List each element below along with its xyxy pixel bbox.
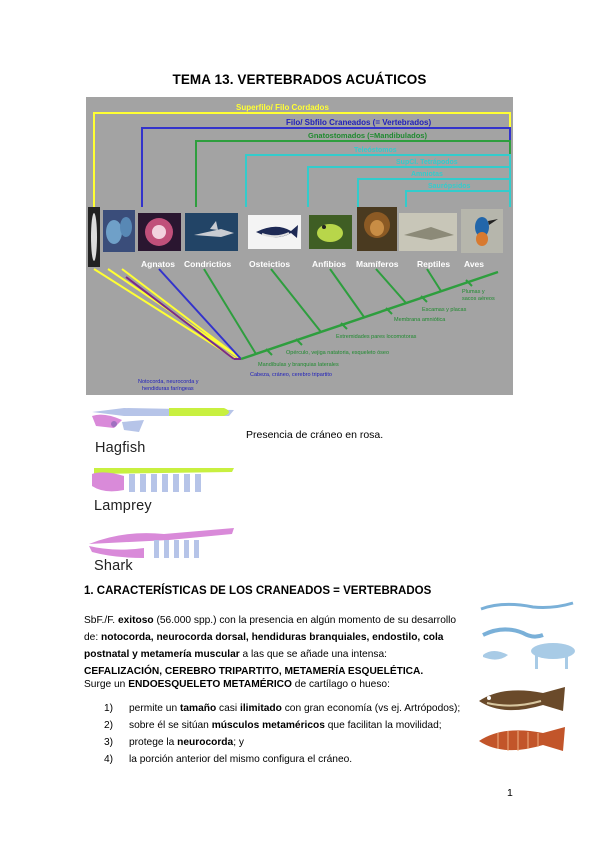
- trait-mandibulas: Mandíbulas y branquias laterales: [258, 362, 339, 368]
- clade-label-teleostomos: Teleóstomos: [354, 147, 397, 154]
- paragraph-1: SbF./F. exitoso (56.000 spp.) con la pre…: [84, 615, 457, 677]
- endoskeleton-list: 1) permite un tamaño casi ilimitado con …: [84, 700, 460, 768]
- trait-plumas-line1: Plumas y: [462, 289, 485, 295]
- lamprey-skeleton-image: [92, 468, 234, 492]
- shark-label: Shark: [94, 558, 133, 574]
- clade-label-amniotas: Amniotas: [411, 171, 443, 178]
- agnatos-image: [138, 213, 181, 251]
- taxon-label-reptiles: Reptiles: [417, 259, 450, 269]
- condrictios-image: [185, 213, 238, 251]
- hagfish-label: Hagfish: [95, 440, 146, 456]
- trait-extremidades: Extremidades pares locomotoras: [336, 334, 417, 340]
- chordate-larvae-image: [473, 595, 583, 675]
- page-number: 1: [507, 787, 513, 799]
- list-item: 3) protege la neurocorda; y: [104, 737, 244, 748]
- taxon-label-agnatos: Agnatos: [141, 259, 175, 269]
- trait-operculo: Opérculo, vejiga natatoria, esqueleto ós…: [286, 350, 389, 356]
- clade-label-craneados: Filo/ Sbfilo Craneados (= Vertebrados): [286, 118, 431, 127]
- list-item: 1) permite un tamaño casi ilimitado con …: [104, 703, 461, 714]
- page-title: TEMA 13. VERTEBRADOS ACUÁTICOS: [172, 72, 427, 87]
- reptiles-image: [399, 213, 457, 251]
- trait-cabeza: Cabeza, cráneo, cerebro tripartito: [250, 372, 332, 378]
- trait-plumas-line2: sacos aéreos: [462, 296, 495, 302]
- tunicate-image: [103, 210, 135, 252]
- paragraph-2: Surge un ENDOESQUELETO METAMÉRICO de car…: [84, 679, 390, 690]
- clade-label-gnatostomados: Gnatostomados (=Mandibulados): [308, 131, 427, 140]
- section-heading: 1. CARACTERÍSTICAS DE LOS CRANEADOS = VE…: [84, 585, 432, 597]
- clade-label-tetrapodos: SupCl. Tetrápodos: [396, 159, 458, 166]
- hagfish-skeleton-image: [92, 408, 234, 432]
- vertebrate-cladogram: Superfilo/ Filo Cordados Filo/ Sbfilo Cr…: [86, 97, 513, 395]
- skull-caption: Presencia de cráneo en rosa.: [246, 429, 384, 441]
- clade-label-sauropsidos: Saurópsidos: [428, 183, 471, 190]
- mamiferos-image: [357, 207, 397, 251]
- taxon-label-anfibios: Anfibios: [312, 259, 346, 269]
- taxon-label-condrictios: Condrictios: [184, 259, 231, 269]
- trait-membrana: Membrana amniótica: [394, 317, 446, 323]
- taxon-label-osteictios: Osteictios: [249, 259, 290, 269]
- clade-label-cordados: Superfilo/ Filo Cordados: [236, 103, 329, 112]
- lamprey-label: Lamprey: [94, 498, 152, 514]
- trait-escamas: Escamas y placas: [422, 307, 467, 313]
- fish-anatomy-image: [473, 683, 583, 768]
- lancelet-image: [88, 207, 100, 267]
- trait-notocorda-line1: Notocorda, neurocorda y: [138, 379, 199, 385]
- list-item: 2) sobre él se sitúan músculos metaméric…: [104, 720, 442, 731]
- anfibios-image: [309, 215, 352, 249]
- shark-skeleton-image: [89, 528, 234, 558]
- trait-notocorda-line2: hendiduras faríngeas: [142, 386, 194, 392]
- list-item: 4) la porción anterior del mismo configu…: [104, 754, 353, 765]
- taxon-label-mamiferos: Mamíferos: [356, 259, 399, 269]
- taxon-label-aves: Aves: [464, 259, 484, 269]
- osteictios-image: [248, 215, 301, 249]
- aves-image: [461, 209, 503, 253]
